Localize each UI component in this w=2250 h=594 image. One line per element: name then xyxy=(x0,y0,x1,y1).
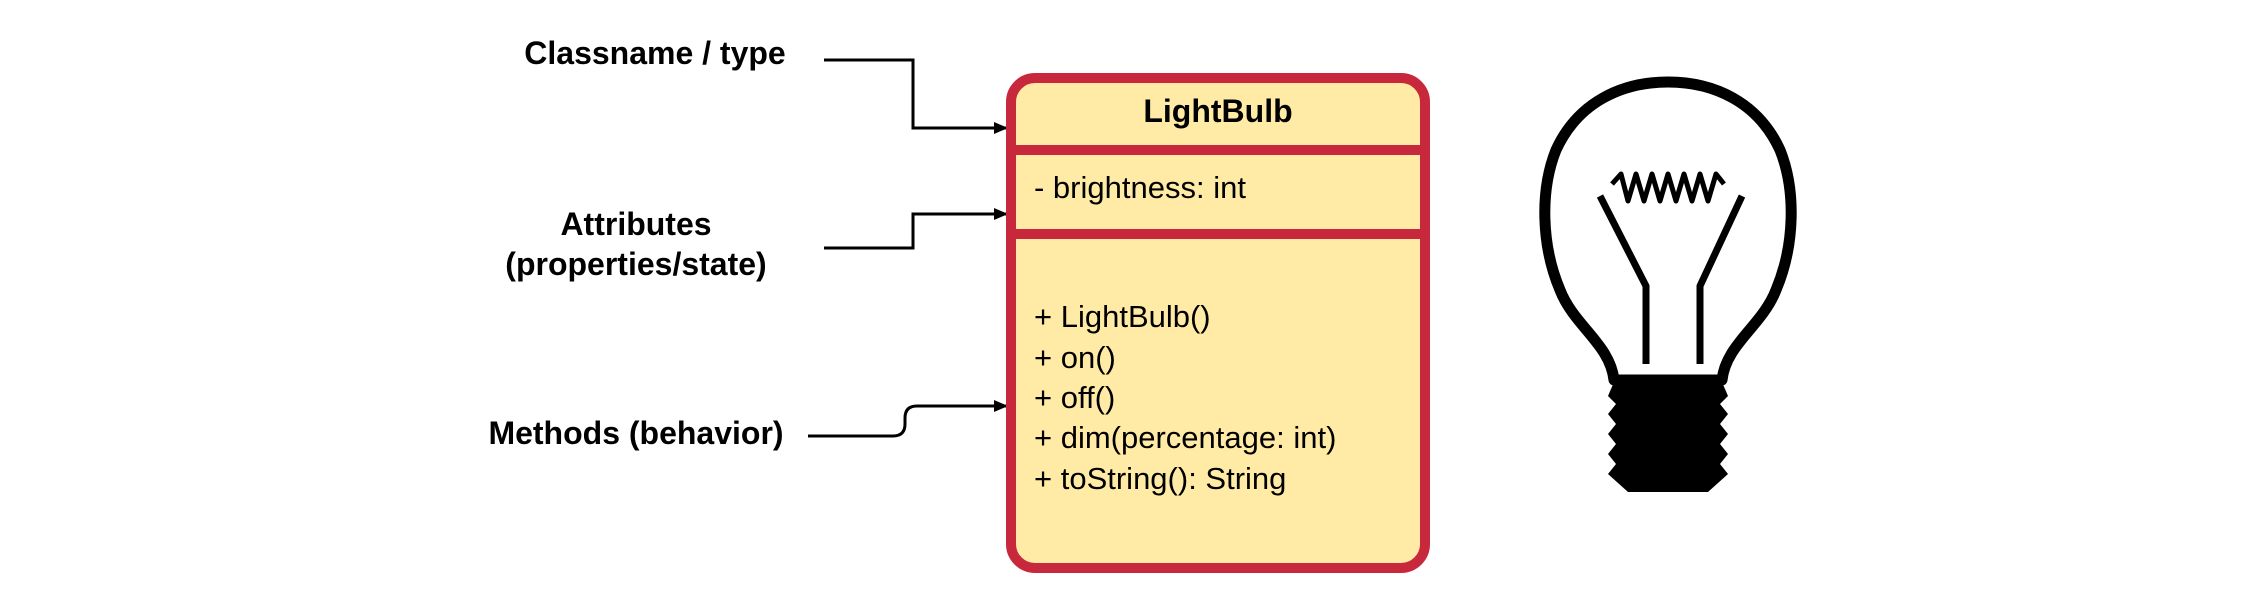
lightbulb-left-wire xyxy=(1596,194,1650,364)
lightbulb-icon xyxy=(1539,76,1797,492)
classname-arrow xyxy=(824,58,1008,134)
methods-label: Methods (behavior) xyxy=(488,415,783,451)
methods-arrow xyxy=(808,400,1008,438)
lightbulb-right-wire xyxy=(1696,194,1746,364)
lightbulb-glass xyxy=(1539,76,1797,386)
uml-method: + toString(): String xyxy=(1034,461,1286,496)
uml-attribute: - brightness: int xyxy=(1034,170,1246,205)
attributes-arrow xyxy=(824,208,1008,250)
lightbulb-base xyxy=(1608,382,1728,492)
uml-method: + dim(percentage: int) xyxy=(1034,420,1336,455)
uml-class-box-frame xyxy=(1006,73,1430,573)
uml-method: + on() xyxy=(1034,340,1116,375)
uml-class-name: LightBulb xyxy=(1143,93,1292,129)
attributes-label: Attributes xyxy=(560,206,711,242)
classname-label: Classname / type xyxy=(524,35,785,71)
uml-method: + off() xyxy=(1034,380,1115,415)
attributes-sublabel: (properties/state) xyxy=(505,246,766,282)
uml-class-box: LightBulb - brightness: int + LightBulb(… xyxy=(1006,73,1430,573)
lightbulb-filament xyxy=(1610,171,1726,204)
uml-method: + LightBulb() xyxy=(1034,299,1211,334)
